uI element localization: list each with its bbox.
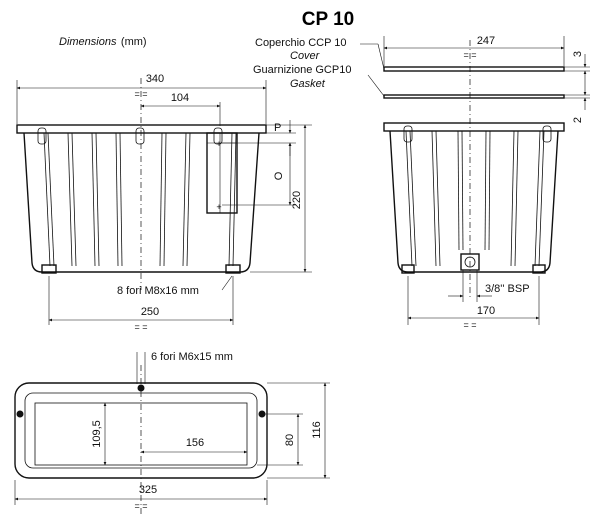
plan-holes-label: 6 fori M6x15 mm <box>151 351 233 363</box>
front-width-340: 340 <box>146 73 164 85</box>
plan-inner-109-5: 109,5 <box>91 420 103 448</box>
front-symmetry-top: = = <box>134 89 147 99</box>
dimensions-label: Dimensions <box>59 36 117 48</box>
front-height-220: 220 <box>291 191 303 209</box>
cover-thickness-3: 3 <box>572 51 584 57</box>
plan-h-116: 116 <box>311 421 323 439</box>
front-symmetry-bottom: = = <box>134 322 147 332</box>
svg-text:Dimensions (mm): Dimensions (mm) <box>59 32 147 49</box>
cover-english: Cover <box>290 50 321 62</box>
plan-center-156: 156 <box>186 437 204 449</box>
side-base-170: 170 <box>477 305 495 317</box>
gasket-english: Gasket <box>290 78 326 90</box>
cover-label: Coperchio CCP 10 <box>255 37 347 49</box>
side-symmetry-bottom: = = <box>463 320 476 330</box>
front-p-label: P <box>274 122 281 134</box>
dimensions-unit: (mm) <box>121 36 147 48</box>
side-bsp-label: 3/8'' BSP <box>485 283 530 295</box>
front-o-label: O <box>273 171 285 180</box>
side-symmetry-top: = = <box>463 50 476 60</box>
plan-width-325: 325 <box>139 484 157 496</box>
svg-text:+: + <box>216 139 221 149</box>
gasket-thickness-2: 2 <box>572 117 584 123</box>
cover-gasket-labels: Coperchio CCP 10 Cover Guarnizione GCP10… <box>253 37 385 97</box>
plan-h-80: 80 <box>284 434 296 446</box>
svg-text:+: + <box>216 202 221 212</box>
gasket-label: Guarnizione GCP10 <box>253 64 351 76</box>
front-view: + + 340 = = 104 P O 220 8 fori M8x16 mm <box>16 73 312 332</box>
front-holes-label: 8 fori M8x16 mm <box>117 285 199 297</box>
front-base-250: 250 <box>141 306 159 318</box>
side-width-247: 247 <box>477 35 495 47</box>
plan-view: 6 fori M6x15 mm 109,5 156 80 116 325 = = <box>14 351 330 515</box>
plan-symmetry-bottom: = = <box>134 501 147 511</box>
front-offset-104: 104 <box>171 92 189 104</box>
page-title: CP 10 <box>302 9 354 30</box>
side-view: 247 = = 3 2 3/8'' BSP 170 = = <box>383 35 590 330</box>
